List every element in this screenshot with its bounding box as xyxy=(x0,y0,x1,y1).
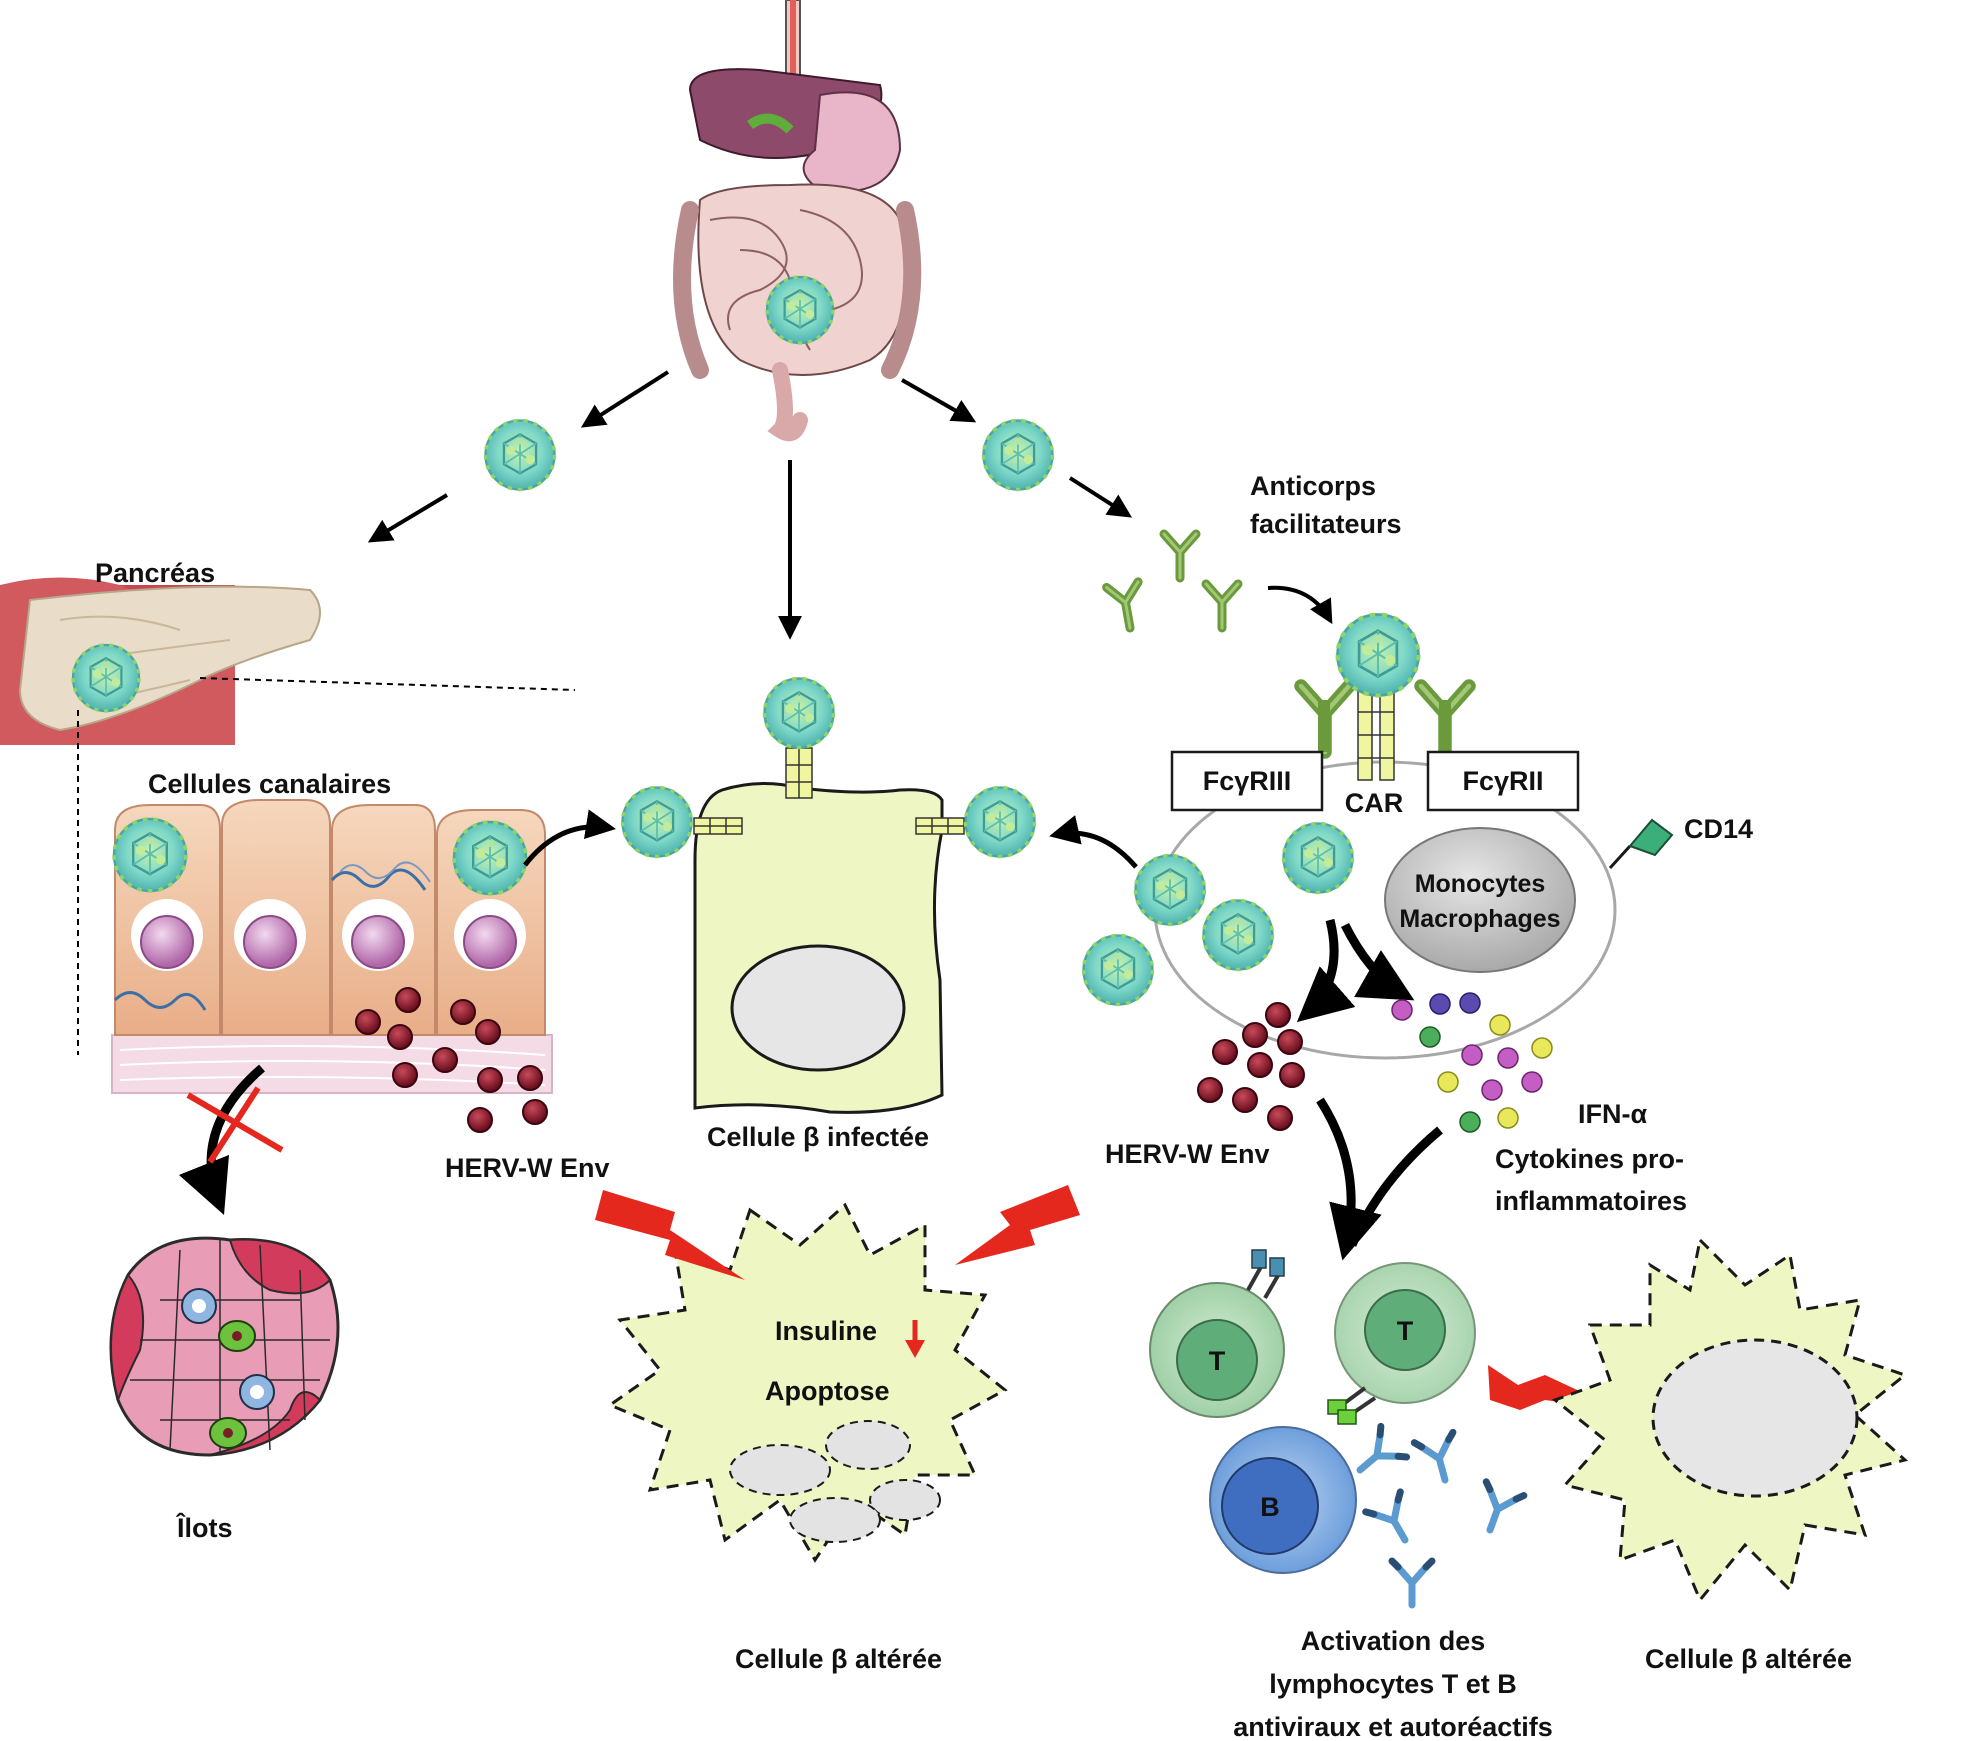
receptor-complex xyxy=(1301,615,1469,781)
arrow-to-pancreas xyxy=(367,493,449,543)
altered-beta-cell-1 xyxy=(606,1202,1008,1563)
label-altered-cell-1: Cellule β altérée xyxy=(735,1644,942,1674)
label-car: CAR xyxy=(1345,788,1404,818)
herv-particles-right xyxy=(1197,1002,1305,1131)
label-insulin: Insuline xyxy=(775,1316,877,1346)
apoptotic-bodies xyxy=(729,1420,941,1543)
block-cross-icon xyxy=(186,1086,284,1164)
arrow-ductal-to-beta xyxy=(523,809,616,867)
label-activation-line3: antiviraux et autoréactifs xyxy=(1233,1712,1553,1741)
viruses-near-macrophage xyxy=(1081,821,1355,1007)
monocyte-nucleus xyxy=(1384,827,1576,973)
label-t-cell-2: T xyxy=(1397,1316,1414,1346)
altered-cell-2-nucleus xyxy=(1651,1338,1859,1498)
label-t-cell-1: T xyxy=(1209,1346,1226,1376)
cd14-receptor-icon xyxy=(1628,818,1674,857)
zoom-line-horizontal xyxy=(199,677,576,691)
arrow-to-herv-right xyxy=(1296,918,1356,1023)
ductal-cells-illustration xyxy=(111,799,553,1094)
arrow-herv-to-lymphocytes xyxy=(1316,1097,1382,1261)
label-cytokines-line1: Cytokines pro- xyxy=(1495,1144,1684,1174)
pancreas-illustration xyxy=(0,577,321,745)
label-activation-line2: lymphocytes T et B xyxy=(1269,1669,1517,1699)
lightning-bolt-left-icon xyxy=(595,1190,745,1280)
label-monocytes: Monocytes xyxy=(1415,870,1546,898)
arrow-to-cytokines xyxy=(1340,922,1415,1001)
facilitating-antibodies xyxy=(1107,534,1238,631)
label-fc-gamma-r2: FcγRII xyxy=(1462,766,1543,796)
label-b-cell: B xyxy=(1260,1492,1280,1522)
arrow-gut-left xyxy=(580,370,670,428)
label-altered-cell-2: Cellule β altérée xyxy=(1645,1644,1852,1674)
fc-gamma-r3-box xyxy=(1170,750,1324,812)
lightning-bolt-right-icon xyxy=(955,1185,1080,1265)
arrow-blocked-to-islets xyxy=(178,1064,265,1216)
label-activation-line1: Activation des xyxy=(1301,1626,1486,1656)
insulin-down-arrowhead xyxy=(905,1340,925,1358)
label-herv-left: HERV-W Env xyxy=(445,1153,610,1183)
arrow-antibodies-to-complex xyxy=(1267,585,1333,625)
islets-illustration xyxy=(109,1236,340,1457)
label-ifn: IFN-α xyxy=(1578,1099,1647,1129)
label-cytokines-line2: inflammatoires xyxy=(1495,1186,1687,1216)
label-infected-cell: Cellule β infectée xyxy=(707,1122,929,1152)
cd14-stalk xyxy=(1608,844,1632,870)
lymphocytes-group xyxy=(1149,1249,1524,1605)
arrow-gut-right xyxy=(901,378,977,423)
arrow-cytokines-to-lymphocytes xyxy=(1347,1126,1443,1247)
virus-particle-right xyxy=(981,418,1055,492)
digestive-system-illustration xyxy=(673,0,922,442)
label-antibodies-line2: facilitateurs xyxy=(1250,509,1402,539)
virus-particle-left xyxy=(483,418,557,492)
arrow-macrophage-to-beta xyxy=(1049,815,1138,869)
label-islets: Îlots xyxy=(175,1512,233,1543)
label-fc-gamma-r3: FcγRIII xyxy=(1203,766,1292,796)
arrow-to-antibodies xyxy=(1068,476,1133,518)
cytokine-particles xyxy=(1391,992,1553,1133)
label-cd14: CD14 xyxy=(1684,814,1753,844)
label-ductal-cells: Cellules canalaires xyxy=(148,769,391,799)
fc-gamma-r2-box xyxy=(1426,750,1580,812)
label-antibodies-line1: Anticorps xyxy=(1250,471,1376,501)
label-herv-right: HERV-W Env xyxy=(1105,1139,1270,1169)
infected-beta-cell xyxy=(620,676,1037,1114)
label-macrophages: Macrophages xyxy=(1399,905,1560,933)
label-apoptosis: Apoptose xyxy=(765,1376,890,1406)
label-pancreas: Pancréas xyxy=(95,558,215,588)
